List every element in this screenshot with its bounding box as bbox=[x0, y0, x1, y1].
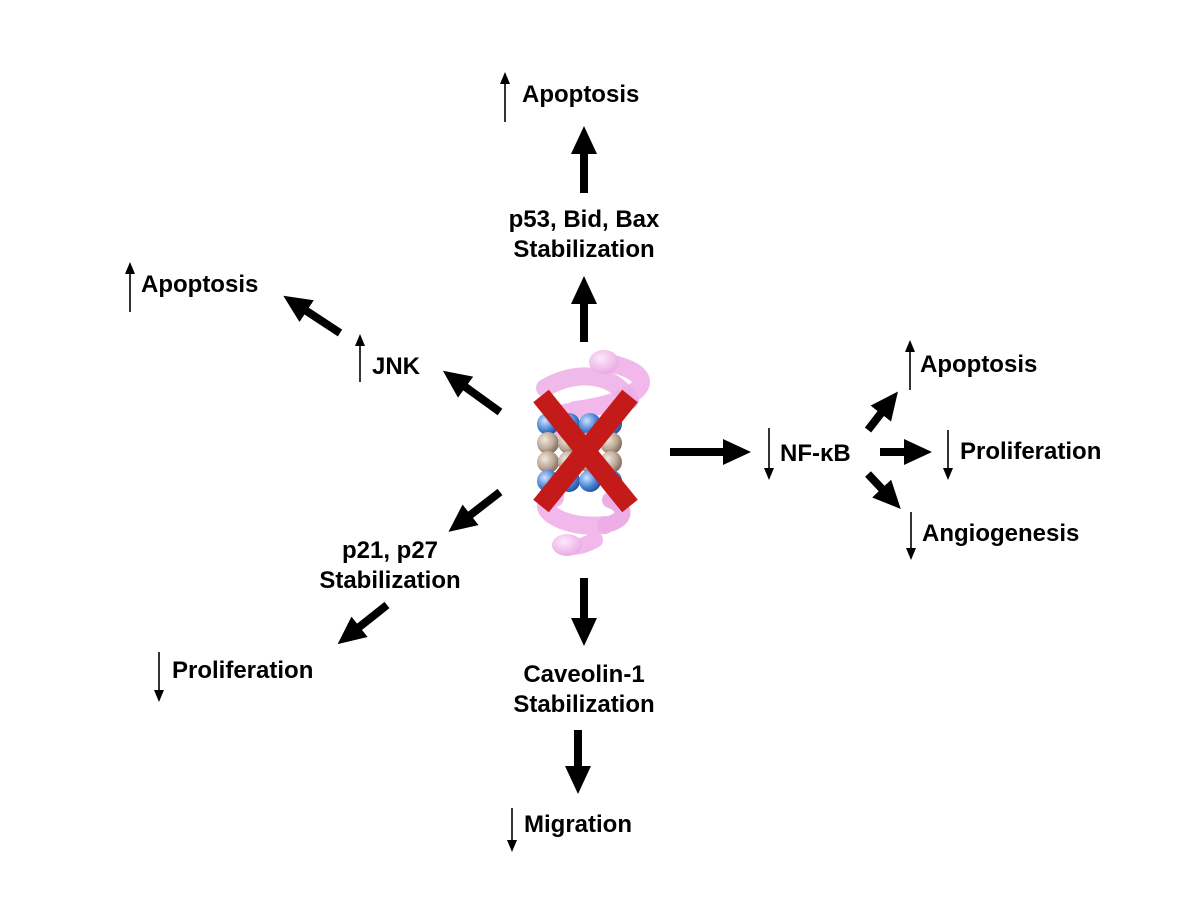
decrease-arrow-icon bbox=[764, 428, 774, 480]
arrow-nfkb-to-apoptosis bbox=[864, 391, 898, 433]
top-stabilization-line1: p53, Bid, Bax bbox=[509, 206, 660, 233]
arrow-nfkb-to-angiogenesis bbox=[865, 471, 901, 509]
arrow-p21-to-proliferation bbox=[337, 601, 390, 645]
left-proliferation-label: Proliferation bbox=[172, 657, 313, 684]
increase-arrow-icon bbox=[905, 340, 915, 390]
decrease-arrow-icon bbox=[943, 430, 953, 480]
arrow-to-p21 bbox=[448, 488, 503, 532]
nfkb-label: NF-κB bbox=[780, 440, 851, 467]
caveolin-stabilization-line1: Caveolin-1 bbox=[523, 661, 644, 688]
p21-stabilization-line1: p21, p27 bbox=[342, 537, 438, 564]
angiogenesis-label: Angiogenesis bbox=[922, 520, 1079, 547]
migration-label: Migration bbox=[524, 811, 632, 838]
increase-arrow-icon bbox=[125, 262, 135, 312]
increase-arrow-icon bbox=[500, 72, 510, 122]
jnk-label: JNK bbox=[372, 353, 421, 380]
right-proliferation-label: Proliferation bbox=[960, 438, 1101, 465]
decrease-arrow-icon bbox=[154, 652, 164, 702]
caveolin-stabilization-line2: Stabilization bbox=[513, 691, 654, 718]
left-apoptosis-label: Apoptosis bbox=[141, 271, 258, 298]
right-apoptosis-label: Apoptosis bbox=[920, 351, 1037, 378]
arrow-to-jnk bbox=[442, 370, 503, 416]
decrease-arrow-icon bbox=[507, 808, 517, 852]
red-x-icon bbox=[533, 389, 638, 513]
arrow-jnk-to-apoptosis bbox=[283, 295, 343, 337]
increase-arrow-icon bbox=[355, 334, 365, 382]
decrease-arrow-icon bbox=[906, 512, 916, 560]
top-apoptosis-label: Apoptosis bbox=[522, 81, 639, 108]
top-stabilization-line2: Stabilization bbox=[513, 236, 654, 263]
p21-stabilization-line2: Stabilization bbox=[319, 567, 460, 594]
